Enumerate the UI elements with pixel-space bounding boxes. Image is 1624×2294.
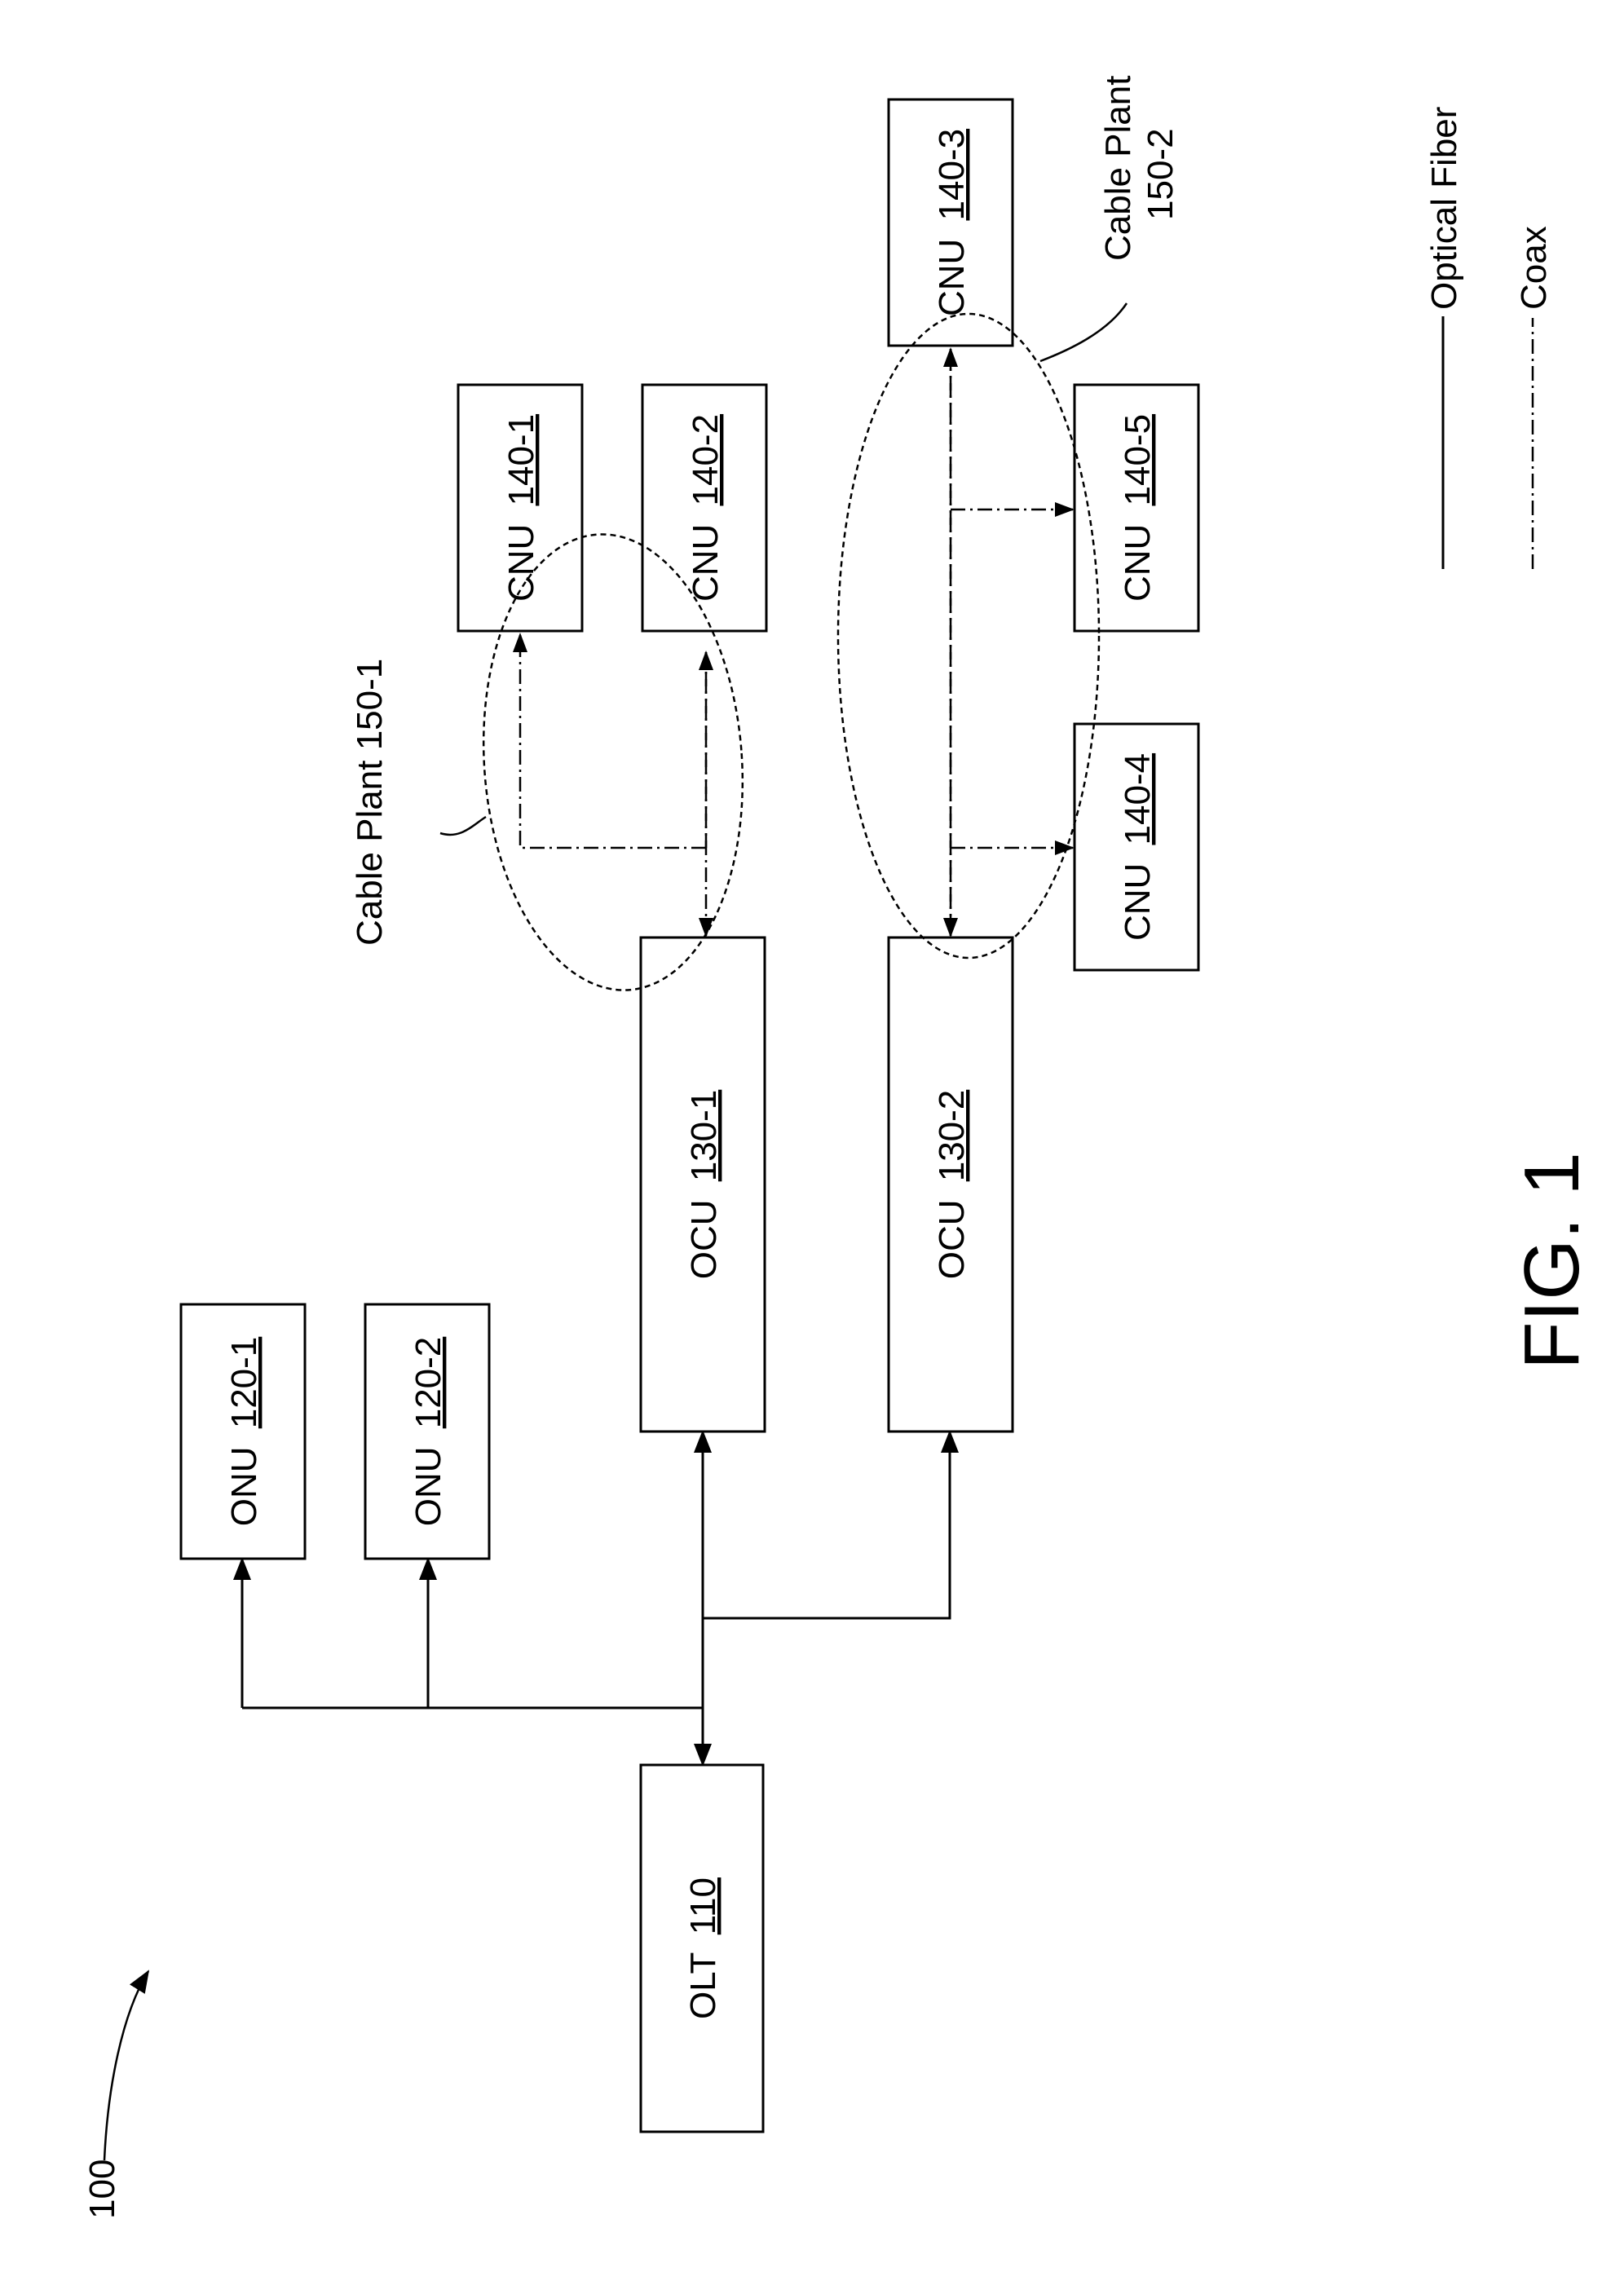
cnu-4-box: CNU 140-4 <box>1075 724 1198 970</box>
olt-box: OLT 110 <box>641 1765 763 2132</box>
figure-caption: FIG. 1 <box>1508 1152 1595 1370</box>
coax-links-plant-2 <box>951 349 1073 936</box>
cnu-2-ref: 140-2 <box>686 414 726 506</box>
cnu-5-name: CNU <box>1118 524 1158 602</box>
coax-links-plant-1 <box>520 634 706 936</box>
cnu-2-name: CNU <box>686 524 726 602</box>
cnu-2-box: CNU 140-2 <box>642 385 766 631</box>
figure-reference: 100 <box>82 1971 148 2219</box>
cnu-3-box: CNU 140-3 <box>889 99 1013 346</box>
legend: Optical Fiber Coax <box>1424 107 1554 569</box>
cnu-1-name: CNU <box>501 524 541 602</box>
cable-plant-2-label-line2: 150-2 <box>1141 128 1180 220</box>
ocu-1-box: OCU 130-1 <box>641 937 765 1432</box>
cnu-4-ref: 140-4 <box>1118 753 1158 845</box>
figure-ref-number: 100 <box>82 2159 122 2219</box>
fiber-links <box>242 1423 950 1765</box>
ocu-1-name: OCU <box>684 1200 724 1280</box>
olt-ref: 110 <box>683 1877 723 1934</box>
cnu-3-ref: 140-3 <box>932 129 972 221</box>
legend-coax-label: Coax <box>1514 226 1554 310</box>
onu-1-box: ONU 120-1 <box>181 1304 305 1559</box>
cnu-5-box: CNU 140-5 <box>1075 385 1198 631</box>
cnu-3-name: CNU <box>932 239 972 316</box>
cnu-5-ref: 140-5 <box>1118 414 1158 506</box>
coax-branch-cnu1 <box>520 634 706 848</box>
ocu-1-ref: 130-1 <box>684 1090 724 1182</box>
cable-plant-1-leader <box>440 817 486 835</box>
cnu-1-ref: 140-1 <box>501 414 541 506</box>
cable-plant-2-label: Cable Plant <box>1098 76 1138 261</box>
cable-plant-2-outline <box>838 314 1099 958</box>
onu-2-name: ONU <box>408 1447 448 1527</box>
figure-ref-arrow <box>104 1971 148 2160</box>
onu-1-name: ONU <box>224 1447 264 1527</box>
onu-2-ref: 120-2 <box>408 1337 448 1429</box>
onu-2-box: ONU 120-2 <box>365 1304 489 1559</box>
legend-fiber-label: Optical Fiber <box>1424 107 1464 310</box>
olt-name: OLT <box>683 1952 723 2019</box>
ocu-2-ref: 130-2 <box>932 1090 972 1182</box>
cable-plant-2-label-2: 150-2 <box>1141 128 1180 220</box>
svg-text:OLT 110: OLT 110 <box>683 1877 723 2019</box>
fiber-branch-ocu2 <box>703 1432 950 1618</box>
cnu-4-name: CNU <box>1118 863 1158 941</box>
cable-plant-2-label-line1: Cable Plant <box>1098 76 1138 261</box>
ocu-2-box: OCU 130-2 <box>889 937 1013 1432</box>
onu-1-ref: 120-1 <box>224 1337 264 1429</box>
cnu-1-box: CNU 140-1 <box>458 385 582 631</box>
ocu-2-name: OCU <box>932 1200 972 1280</box>
cable-plant-1-label: Cable Plant 150-1 <box>350 659 390 946</box>
cable-plant-2-leader <box>1040 303 1127 361</box>
